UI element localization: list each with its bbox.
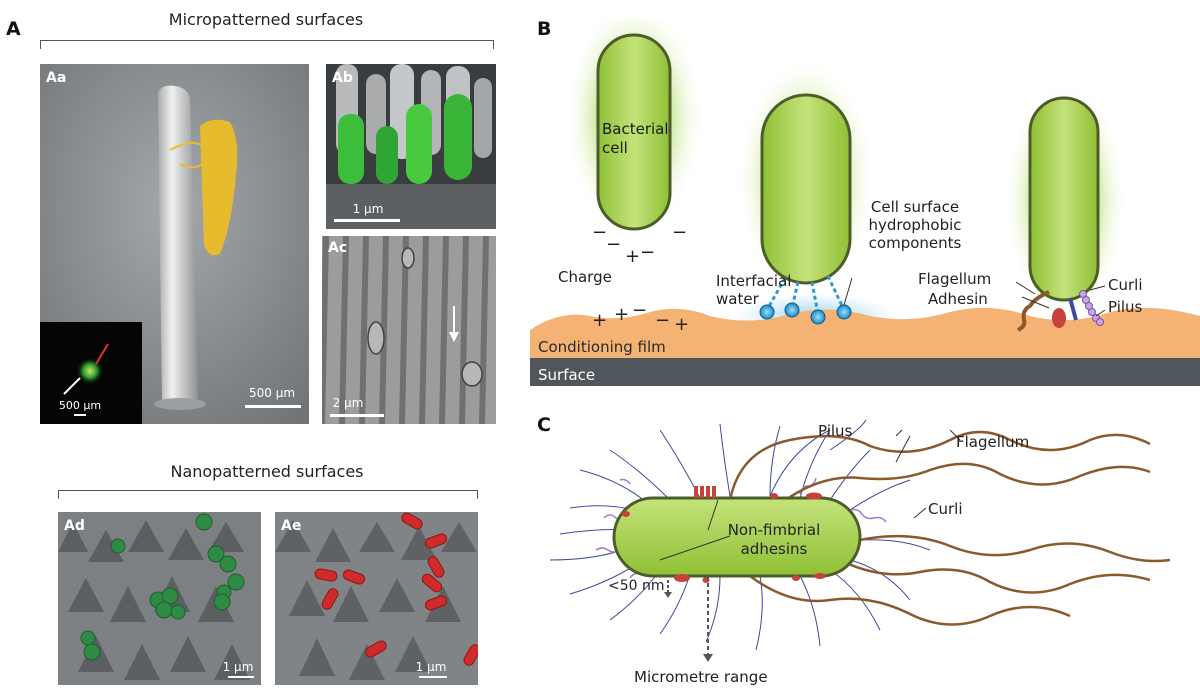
charge-label: Charge <box>558 268 612 286</box>
curli-label-b: Curli <box>1108 276 1143 294</box>
panel-a-label: A <box>6 18 21 40</box>
flagellum-label-c: Flagellum <box>956 433 1030 451</box>
conditioning-film-label: Conditioning film <box>538 338 666 356</box>
panel-ab-tag: Ab <box>332 70 353 86</box>
panel-c-label: C <box>537 414 551 436</box>
nanopatterned-bracket <box>58 490 478 499</box>
panel-ae-tag: Ae <box>281 518 302 534</box>
panel-ac-tag: Ac <box>328 240 348 256</box>
micropatterned-title: Micropatterned surfaces <box>168 10 364 29</box>
panel-ae-micrograph: Ae 1 µm <box>275 512 478 685</box>
panel-aa-tag: Aa <box>46 70 67 86</box>
panel-ac-scalebar <box>330 414 384 417</box>
curli-label-c: Curli <box>928 500 963 518</box>
panel-ae-scale-label: 1 µm <box>415 660 447 674</box>
panel-c-diagram <box>549 419 1171 662</box>
panel-ad-scale-label: 1 µm <box>222 660 254 674</box>
adhesin-label: Adhesin <box>928 290 988 308</box>
interfacial-water-label: Interfacial water <box>716 272 792 308</box>
panel-b-label: B <box>537 18 552 40</box>
svg-text:−: − <box>672 222 687 243</box>
panel-aa-scale-label: 500 µm <box>248 386 296 400</box>
panel-ad-tag: Ad <box>64 518 85 534</box>
panel-aa-scalebar <box>245 405 301 408</box>
cell-surface-hydrophobic-label: Cell surface hydrophobic components <box>868 198 962 252</box>
panel-ab-scalebar <box>334 219 400 222</box>
micrometre-range-label: Micrometre range <box>634 668 768 686</box>
non-fimbrial-adhesins-label: Non-fimbrial adhesins <box>727 521 821 558</box>
panel-ac-micrograph: Ac 2 µm <box>322 236 496 424</box>
panel-ad-scalebar <box>228 676 254 678</box>
panel-ad-micrograph: Ad 1 µm <box>58 512 261 685</box>
micropatterned-bracket <box>40 40 494 49</box>
pilus-label-c: Pilus <box>818 422 853 440</box>
bacterial-cell-label: Bacterial cell <box>602 120 669 157</box>
svg-text:−: − <box>632 300 647 321</box>
surface-label: Surface <box>538 366 596 384</box>
nanopatterned-title: Nanopatterned surfaces <box>170 462 364 481</box>
panel-aa-inset-scalebar <box>74 414 86 416</box>
range-50nm-label: <50 nm <box>608 578 665 594</box>
pilus-label-b: Pilus <box>1108 298 1143 316</box>
svg-text:−: − <box>655 310 670 331</box>
panel-aa-micrograph: Aa 500 µm 500 µm <box>40 64 309 424</box>
panel-ac-scale-label: 2 µm <box>332 396 364 410</box>
svg-text:−: − <box>640 242 655 263</box>
svg-text:+: + <box>625 246 640 267</box>
panel-ab-micrograph: Ab 1 µm <box>326 64 496 229</box>
svg-text:−: − <box>606 234 621 255</box>
panel-b-diagram: −− +− − ++ −− + <box>530 20 1200 386</box>
panel-ab-scale-label: 1 µm <box>352 202 384 216</box>
svg-text:+: + <box>674 314 689 335</box>
flagellum-label-b: Flagellum <box>918 270 992 288</box>
svg-text:+: + <box>592 310 607 331</box>
panel-aa-inset-scale-label: 500 µm <box>58 399 102 412</box>
svg-text:+: + <box>614 304 629 325</box>
svg-text:−: − <box>592 222 607 243</box>
panel-ae-scalebar <box>419 676 447 678</box>
